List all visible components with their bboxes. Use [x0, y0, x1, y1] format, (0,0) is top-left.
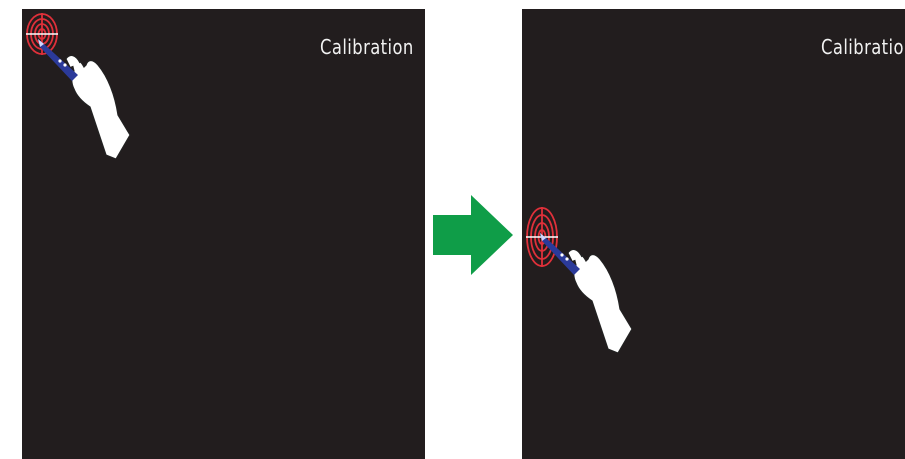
calibration-screen-step-1: Calibration [22, 9, 425, 459]
next-step-arrow-icon [433, 195, 513, 275]
calibration-title: Calibration [821, 35, 905, 59]
hand-with-stylus-icon [36, 37, 132, 159]
calibration-title: Calibration [320, 35, 414, 59]
hand-with-stylus-icon [538, 231, 634, 353]
calibration-screen-step-2: Calibration [522, 9, 905, 459]
